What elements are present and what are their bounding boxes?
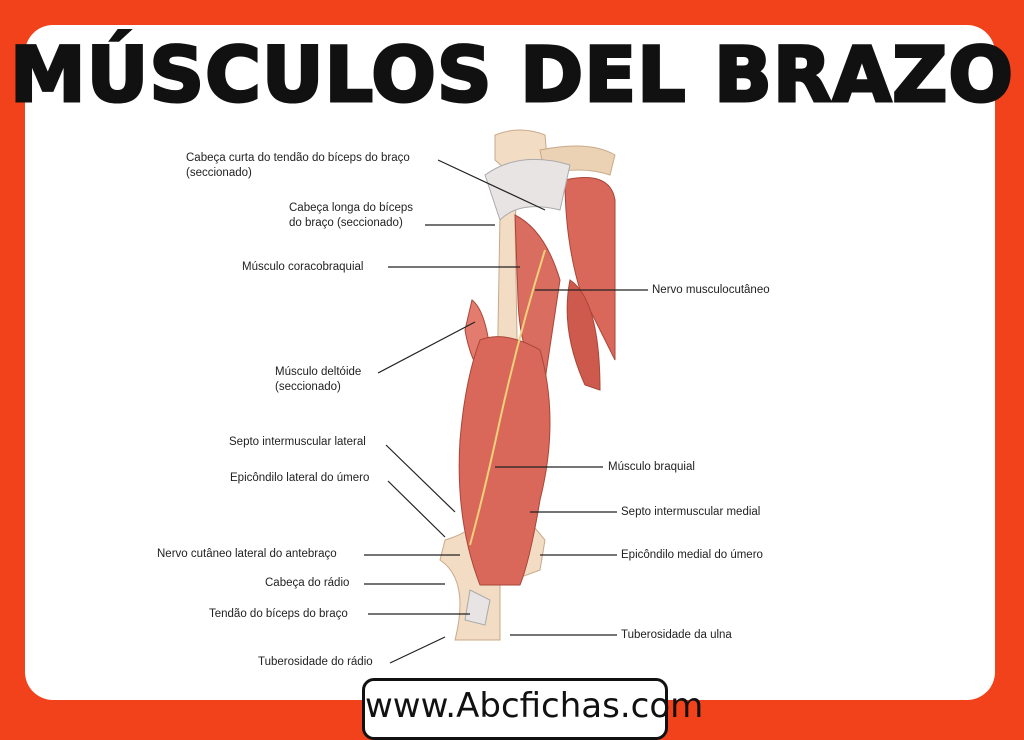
label-coracobrachialis: Músculo coracobraquial bbox=[242, 261, 364, 273]
arm-illustration bbox=[364, 129, 648, 664]
label-medial-epicondyle: Epicôndilo medial do úmero bbox=[621, 549, 763, 561]
label-text: do braço (seccionado) bbox=[289, 217, 403, 229]
label-lateral-septum: Septo intermuscular lateral bbox=[229, 436, 366, 448]
label-text: Cabeça longa do bíceps bbox=[289, 202, 414, 214]
leader-lines bbox=[364, 159, 648, 664]
page-title: MÚSCULOS DEL BRAZO bbox=[9, 29, 1015, 121]
tendon bbox=[484, 158, 571, 221]
label-brachialis: Músculo braquial bbox=[608, 461, 695, 473]
biceps-tendon bbox=[464, 589, 491, 626]
label-radial-head: Cabeça do rádio bbox=[265, 577, 350, 589]
label-short-head-biceps: Cabeça curta do tendão do bíceps do braç… bbox=[186, 151, 410, 181]
label-ulnar-tuberosity: Tuberosidade da ulna bbox=[621, 629, 732, 641]
brachialis-muscle bbox=[458, 336, 551, 586]
label-lateral-epicondyle: Epicôndilo lateral do úmero bbox=[230, 472, 370, 484]
label-medial-septum: Septo intermuscular medial bbox=[621, 506, 761, 518]
label-text: (seccionado) bbox=[186, 167, 252, 179]
label-text: Cabeça curta do tendão do bíceps do braç… bbox=[186, 152, 410, 164]
label-text: Músculo deltóide bbox=[275, 366, 362, 378]
website-footer: www.Abcfichas.com bbox=[362, 678, 703, 740]
latissimus-muscle bbox=[566, 279, 601, 391]
label-musculocutaneous-nerve: Nervo musculocutâneo bbox=[652, 284, 770, 296]
label-lateral-cutaneous-nerve: Nervo cutâneo lateral do antebraço bbox=[157, 548, 337, 560]
label-text: (seccionado) bbox=[275, 381, 341, 393]
pectoral-muscle bbox=[564, 177, 616, 361]
label-radial-tuberosity: Tuberosidade do rádio bbox=[258, 656, 373, 668]
label-biceps-tendon: Tendão do bíceps do braço bbox=[209, 608, 348, 620]
musculocutaneous-nerve bbox=[469, 249, 546, 546]
label-long-head-biceps: Cabeça longa do bíceps do braço (secciona… bbox=[289, 201, 413, 231]
label-deltoid: Músculo deltóide (seccionado) bbox=[275, 365, 361, 395]
